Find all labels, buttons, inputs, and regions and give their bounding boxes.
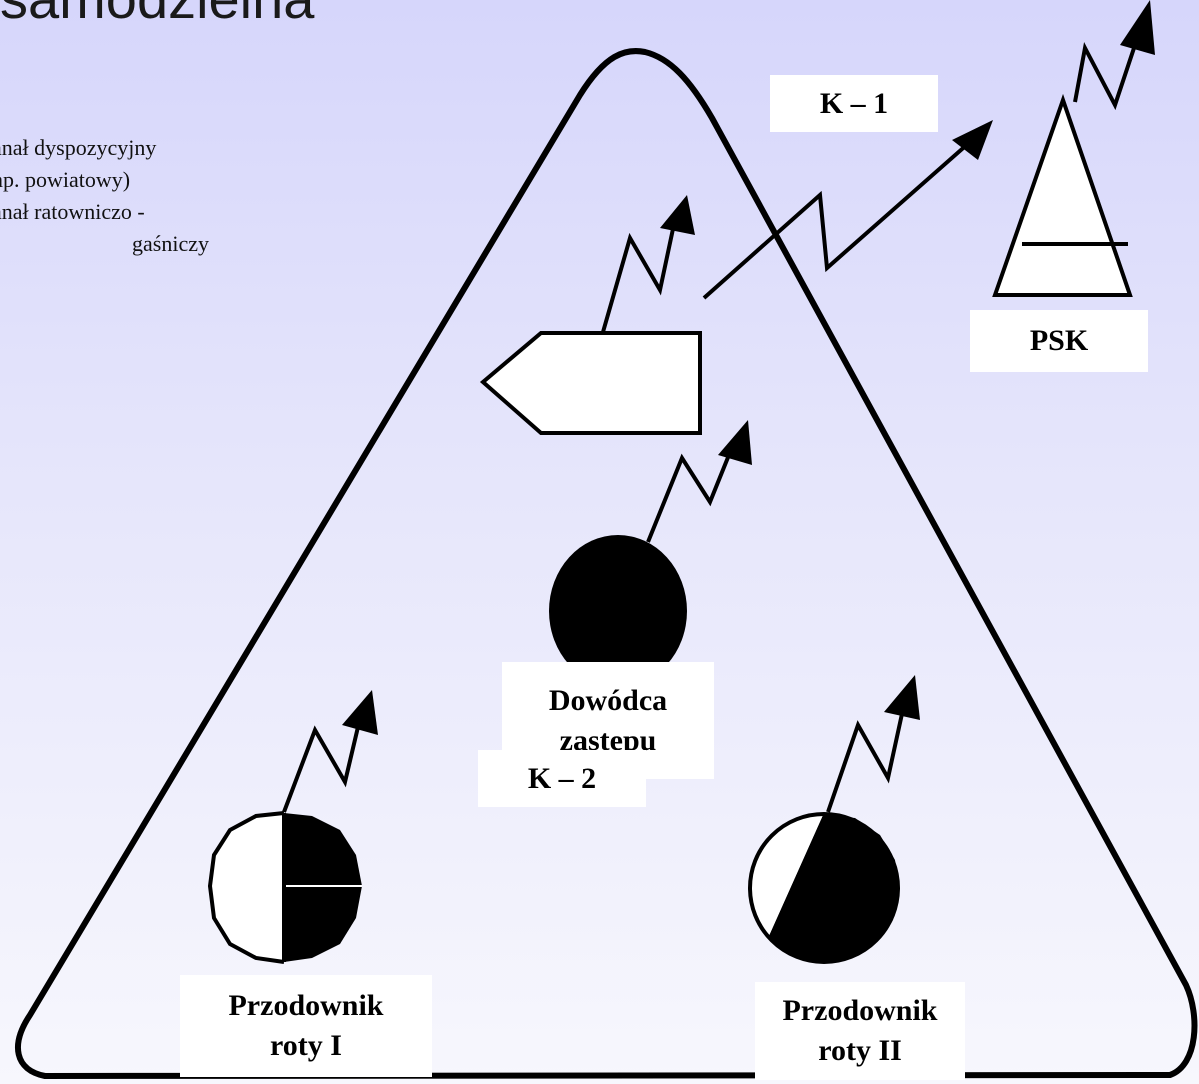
legend-line-4: gaśniczy: [132, 231, 209, 256]
commander-label-line-1: Dowódca: [548, 683, 668, 717]
legend-line-2: np. powiatowy): [0, 167, 131, 192]
rota-2-label-line-1: Przodownik: [782, 994, 938, 1027]
legend: anał dyspozycyjny np. powiatowy) anał ra…: [0, 132, 272, 260]
k1-label: K – 1: [770, 75, 938, 132]
legend-line-1: anał dyspozycyjny: [0, 135, 157, 160]
k1-radio-link: [702, 120, 993, 300]
network-triangle: [15, 48, 1198, 1079]
vehicle-icon: [479, 195, 702, 435]
rota-2-label-line-2: roty II: [818, 1034, 902, 1067]
rota-1-label: Przodownik roty I: [180, 975, 432, 1077]
rota-2-label: Przodownik roty II: [755, 982, 965, 1080]
legend-line-3: anał ratowniczo -: [0, 199, 145, 224]
rota-1-icon: [207, 690, 378, 964]
k2-label: K – 2: [478, 750, 646, 807]
rota-1-label-line-1: Przodownik: [228, 989, 384, 1022]
psk-label: PSK: [970, 310, 1148, 372]
commander-icon: [549, 420, 752, 687]
psk-station-icon: [992, 0, 1155, 297]
page-title: samodzielna: [0, 0, 314, 31]
rota-2-icon: [748, 675, 920, 964]
rota-1-label-line-2: roty I: [270, 1029, 342, 1062]
